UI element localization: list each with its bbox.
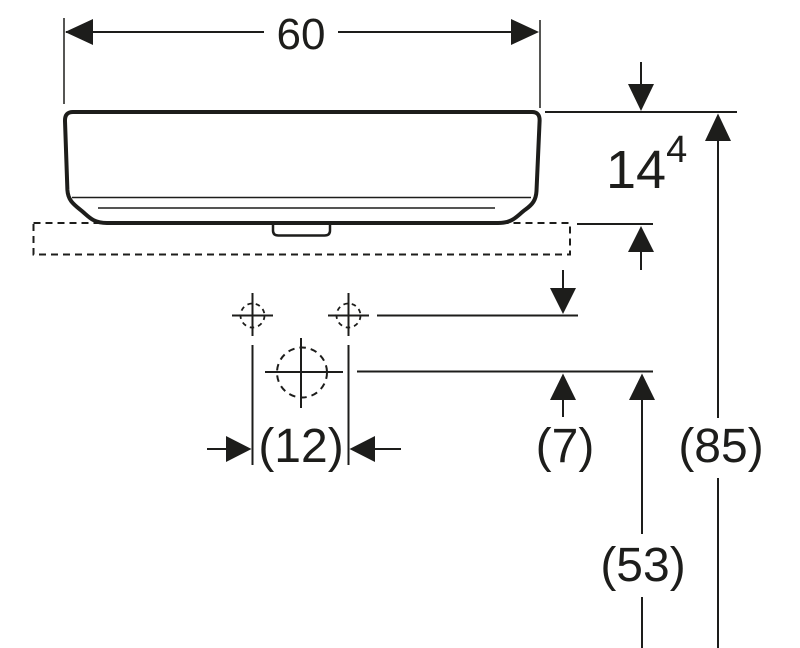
arrowhead-up [705, 113, 731, 141]
dim-tap-setback-group: (7) [357, 270, 653, 473]
drain-circle [276, 346, 328, 399]
arrowhead-right-pointing [226, 436, 252, 462]
arrowhead-down [628, 84, 654, 111]
arrowhead-up [629, 373, 655, 400]
countertop-rect [32, 222, 571, 256]
dim-tap-setback-label: (7) [536, 420, 595, 473]
dim-rim-thickness-superscript: 4 [666, 129, 687, 171]
tap-hole-markers [232, 293, 369, 408]
dim-outlet-height-group: (53) [600, 373, 686, 648]
arrowhead-down [550, 288, 576, 314]
dim-rim-thickness-value: 14 [606, 140, 666, 200]
basin-outline [63, 110, 542, 225]
basin-outline-group [63, 110, 542, 237]
dim-width-label: 60 [277, 10, 326, 59]
dim-outlet-height-label: (53) [600, 539, 685, 592]
arrowhead-left-pointing [349, 436, 375, 462]
drain-outlet-tab [271, 223, 332, 237]
arrowhead-left [65, 19, 93, 45]
dim-tap-spacing-group: (12) [207, 345, 401, 473]
countertop-dashed-outline [32, 222, 571, 256]
tap-hole-right-circle [335, 302, 362, 329]
dim-rim-height-label: (85) [678, 420, 763, 473]
dim-tap-spacing-label: (12) [258, 420, 343, 473]
arrowhead-up [550, 373, 576, 400]
tap-hole-left-circle [239, 302, 266, 329]
arrowhead-up [628, 226, 654, 252]
arrowhead-right [511, 19, 539, 45]
dim-width-group: 60 [63, 10, 541, 108]
dim-rim-thickness-group: 144 [545, 62, 737, 270]
dim-rim-thickness-label: 144 [606, 129, 687, 200]
dim-rim-height-group: (85) [678, 113, 764, 648]
